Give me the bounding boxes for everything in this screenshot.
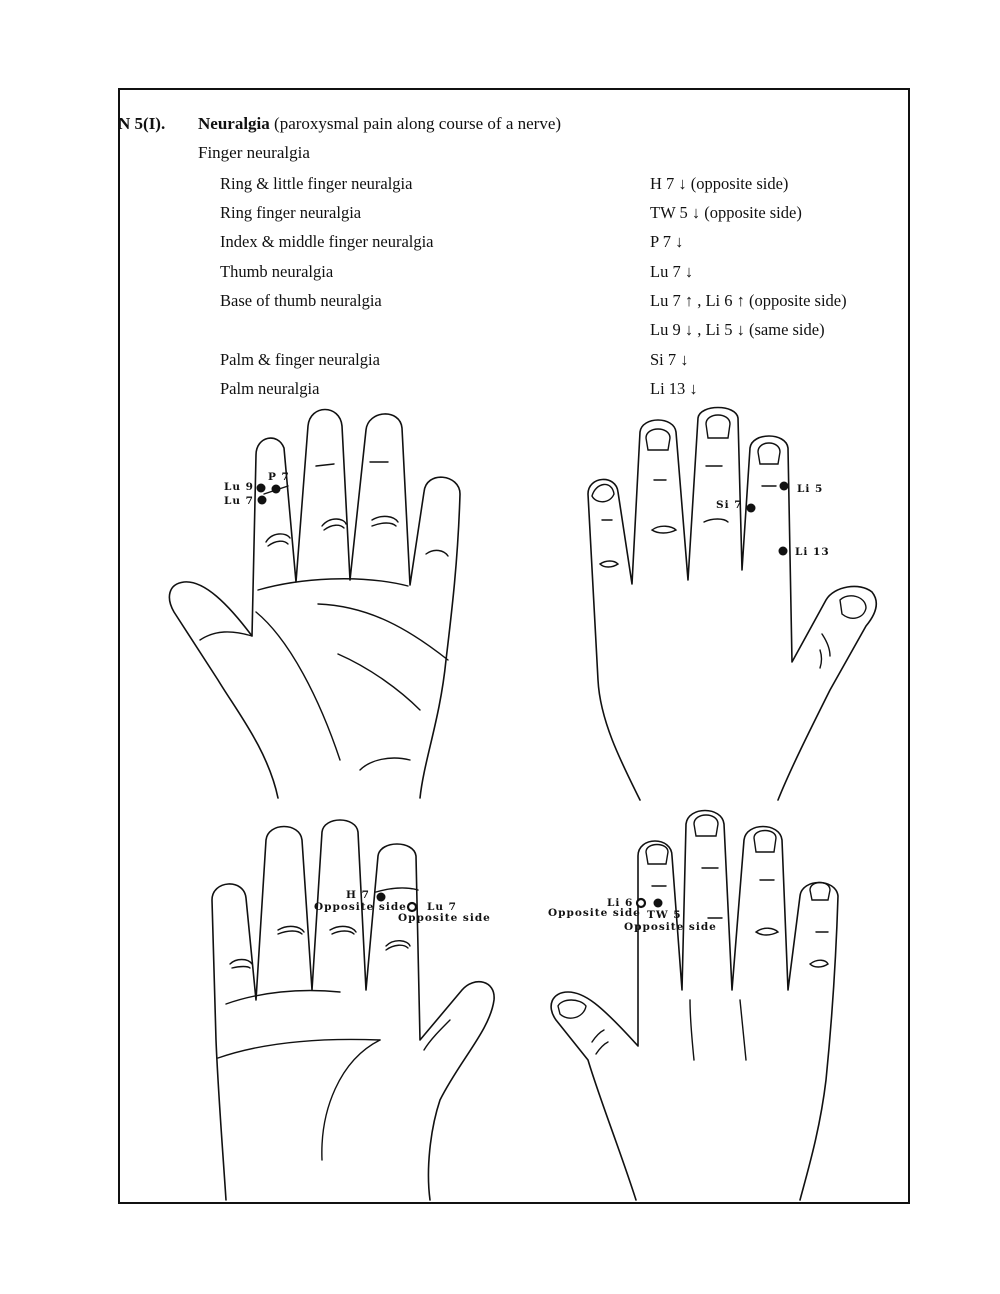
subtitle: Finger neuralgia — [198, 143, 310, 162]
label-lu7-side: Opposite side — [398, 912, 491, 924]
points-4: Lu 7 ↓ — [650, 262, 694, 281]
label-h7: H 7 — [346, 889, 370, 901]
label-p7: P 7 — [268, 471, 290, 483]
section-title: Neuralgia (paroxysmal pain along course … — [198, 114, 561, 134]
label-li6: Li 6 — [607, 897, 633, 909]
label-lu7: Lu 7 — [427, 901, 457, 913]
label-tw5-side: Opposite side — [624, 921, 717, 933]
condition-5: Base of thumb neuralgia — [220, 291, 382, 310]
points-6: Lu 9 ↓ , Li 5 ↓ (same side) — [650, 320, 825, 339]
hand-palm-bottom-left: H 7 Opposite side Lu 7 Opposite side — [211, 819, 495, 1201]
points-7: Si 7 ↓ — [650, 350, 689, 369]
points-8: Li 13 ↓ — [650, 379, 698, 398]
label-li6-side: Opposite side — [548, 907, 641, 919]
condition-4: Thumb neuralgia — [220, 262, 334, 281]
condition-1: Ring & little finger neuralgia — [220, 174, 413, 193]
label-li5: Li 5 — [797, 483, 823, 495]
points-3: P 7 ↓ — [650, 232, 684, 251]
title-note: (paroxysmal pain along course of a nerve… — [274, 114, 562, 133]
label-lu7: Lu 7 — [224, 495, 254, 507]
condition-8: Palm neuralgia — [220, 379, 320, 398]
condition-2: Ring finger neuralgia — [220, 203, 362, 222]
hand-palm-top-left: Lu 9 P 7 Lu 7 — [168, 408, 461, 799]
page-frame — [118, 88, 910, 1204]
points-2: TW 5 ↓ (opposite side) — [650, 203, 802, 222]
label-h7-side: Opposite side — [314, 901, 407, 913]
points-1: H 7 ↓ (opposite side) — [650, 174, 789, 193]
label-li13: Li 13 — [795, 546, 830, 558]
section-code: N 5(I). — [118, 114, 166, 133]
condition-3: Index & middle finger neuralgia — [220, 232, 434, 251]
hand-back-bottom-right: Li 6 Opposite side TW 5 Opposite side — [548, 809, 839, 1201]
label-lu9: Lu 9 — [224, 481, 254, 493]
label-tw5: TW 5 — [647, 909, 682, 921]
points-5: Lu 7 ↑ , Li 6 ↑ (opposite side) — [650, 291, 847, 310]
hand-back-top-right: Li 5 Si 7 Li 13 — [587, 406, 878, 801]
label-si7: Si 7 — [716, 499, 743, 511]
title-main: Neuralgia — [198, 114, 270, 133]
condition-7: Palm & finger neuralgia — [220, 350, 380, 369]
